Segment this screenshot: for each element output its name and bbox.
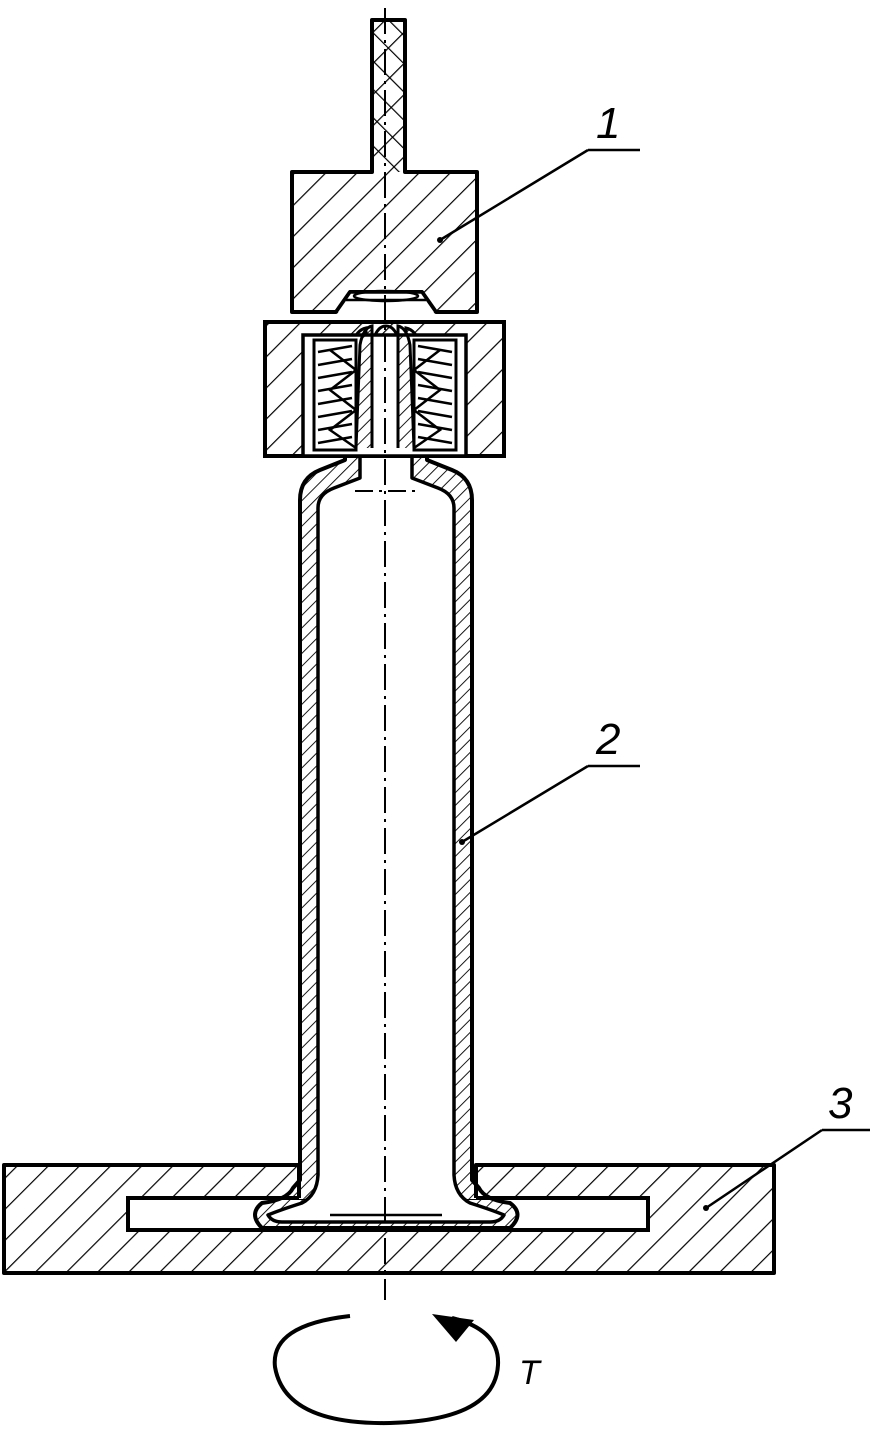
arrowhead-icon — [432, 1314, 474, 1342]
tube — [253, 324, 520, 1230]
callout-label-3: 3 — [828, 1079, 853, 1128]
jaw-left — [312, 338, 359, 452]
leader-lines — [437, 148, 870, 1211]
callout-label-1: 1 — [596, 99, 620, 148]
jaw-right — [411, 338, 458, 452]
callout-label-2: 2 — [595, 715, 620, 764]
rotation-label: T — [519, 1354, 542, 1392]
rotation-arrow — [272, 1314, 501, 1426]
